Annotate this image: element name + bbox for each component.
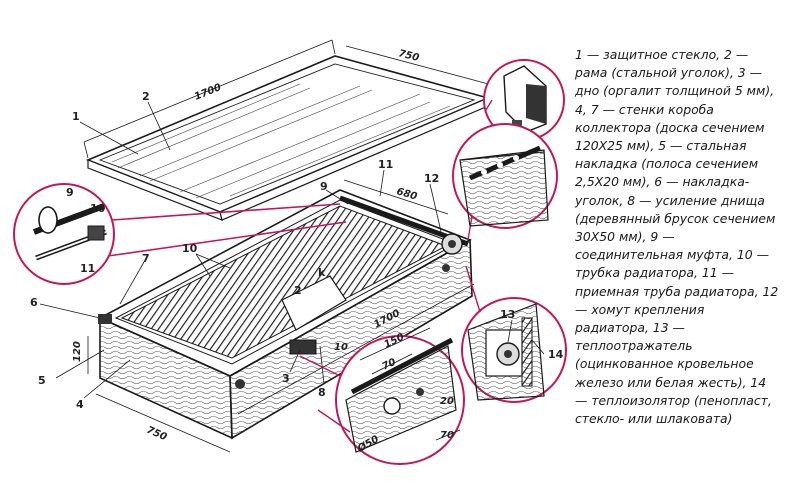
- dim-680: 680: [395, 186, 418, 202]
- label-2-cutaway: 2: [294, 284, 302, 297]
- label-2: 2: [142, 90, 150, 103]
- dim-750-glass: 750: [397, 48, 420, 64]
- label-13: 13: [500, 308, 515, 321]
- callout-bottom-corner: [299, 327, 465, 465]
- label-9-callout: 9: [66, 186, 74, 199]
- callout-corner-plate: [452, 123, 558, 241]
- glass-frame: [85, 55, 491, 221]
- label-6: 6: [30, 296, 38, 309]
- diagram-svg: 1700 750: [13, 39, 567, 465]
- label-10: 10: [182, 242, 198, 255]
- dim-1700-glass: 1700: [193, 82, 223, 103]
- leader-lines: [39, 101, 545, 399]
- label-14: 14: [548, 348, 564, 361]
- label-11: 11: [378, 158, 393, 171]
- dim-70-bottom: 70: [440, 430, 454, 441]
- box-dimensions: [87, 179, 475, 453]
- collector-box: [98, 189, 473, 440]
- dim-750-box: 750: [145, 425, 169, 444]
- dim-70-top: 70: [380, 357, 397, 373]
- label-3: 3: [282, 372, 290, 385]
- label-4: 4: [76, 398, 84, 411]
- glass-reflection: [111, 83, 451, 199]
- dim-20: 20: [440, 396, 454, 407]
- dim-120: 120: [72, 341, 83, 362]
- label-1: 1: [72, 110, 80, 123]
- label-k: k: [318, 266, 326, 279]
- label-10-callout: 10: [90, 202, 106, 215]
- label-11-callout: 11: [80, 262, 95, 275]
- callout-radiator-clamp: [461, 265, 567, 403]
- parts-legend: 1 — защитное стекло, 2 — рама (стальной …: [575, 47, 779, 427]
- dim-10: 10: [334, 342, 348, 353]
- glass-dimensions: [83, 39, 497, 159]
- label-8: 8: [318, 386, 326, 399]
- label-12: 12: [424, 172, 439, 185]
- solar-collector-diagram: 1700 750: [13, 39, 567, 465]
- callout-pipe-connection: [13, 183, 347, 285]
- label-7: 7: [142, 252, 150, 265]
- callout-frame-corner: [483, 59, 565, 141]
- label-9: 9: [320, 180, 328, 193]
- label-5: 5: [38, 374, 46, 387]
